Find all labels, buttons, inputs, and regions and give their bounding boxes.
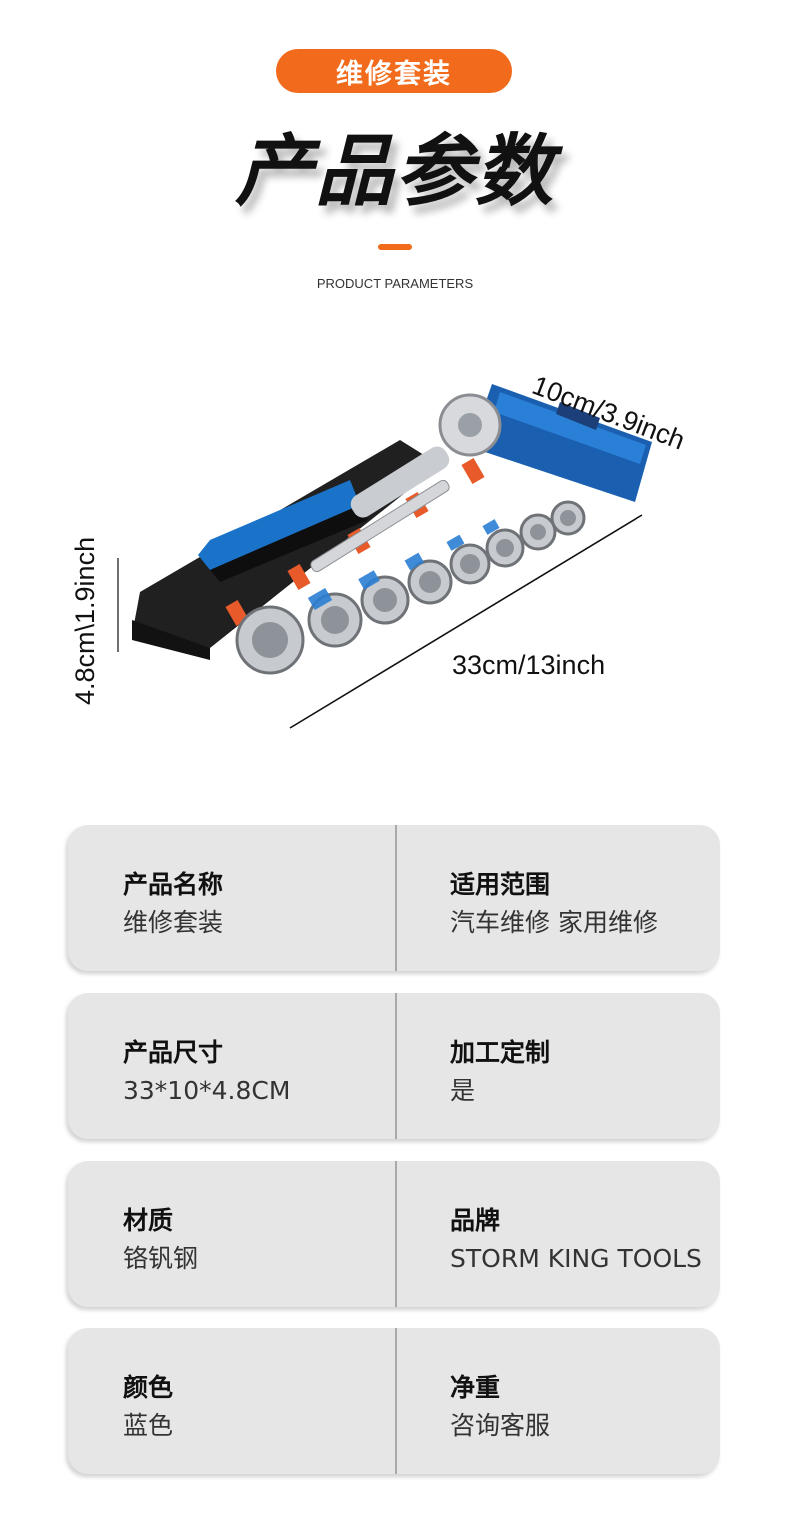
param-cell: 产品尺寸 33*10*4.8CM bbox=[123, 1037, 290, 1109]
param-value: 蓝色 bbox=[123, 1411, 174, 1440]
param-key: 适用范围 bbox=[450, 870, 551, 899]
param-value: 汽车维修 家用维修 bbox=[450, 908, 658, 937]
socket-bands bbox=[307, 519, 500, 611]
param-cell: 净重 咨询客服 bbox=[450, 1372, 550, 1444]
param-value: 铬钒钢 bbox=[123, 1244, 199, 1273]
length-dimension-label: 33cm/13inch bbox=[452, 650, 606, 680]
param-card-size-custom: 产品尺寸 33*10*4.8CM 加工定制 是 bbox=[68, 993, 720, 1139]
param-key: 颜色 bbox=[123, 1373, 174, 1402]
param-divider bbox=[395, 993, 397, 1139]
param-key: 产品尺寸 bbox=[123, 1038, 224, 1067]
param-cell: 品牌 STORM KING TOOLS bbox=[450, 1205, 702, 1277]
param-cell: 材质 铬钒钢 bbox=[123, 1205, 198, 1277]
param-key: 产品名称 bbox=[123, 870, 224, 899]
param-divider bbox=[395, 825, 397, 971]
param-card-material-brand: 材质 铬钒钢 品牌 STORM KING TOOLS bbox=[68, 1161, 720, 1307]
param-value: STORM KING TOOLS bbox=[450, 1244, 702, 1273]
param-card-name-scope: 产品名称 维修套装 适用范围 汽车维修 家用维修 bbox=[68, 825, 720, 971]
length-dimension-line bbox=[289, 514, 643, 729]
param-cell: 加工定制 是 bbox=[450, 1037, 550, 1109]
param-value: 维修套装 bbox=[123, 908, 224, 937]
param-divider bbox=[395, 1161, 397, 1307]
param-cell: 适用范围 汽车维修 家用维修 bbox=[450, 869, 658, 941]
param-key: 加工定制 bbox=[450, 1038, 551, 1067]
product-image bbox=[117, 384, 652, 729]
param-key: 材质 bbox=[123, 1206, 174, 1235]
param-cell: 产品名称 维修套装 bbox=[123, 869, 223, 941]
param-value: 咨询客服 bbox=[450, 1411, 551, 1440]
sockets bbox=[235, 500, 586, 675]
page-subtitle: PRODUCT PARAMETERS bbox=[316, 276, 474, 291]
param-card-color-weight: 颜色 蓝色 净重 咨询客服 bbox=[68, 1328, 720, 1474]
ratchet-wrench bbox=[198, 393, 502, 582]
param-value: 是 bbox=[450, 1076, 476, 1105]
param-divider bbox=[395, 1328, 397, 1474]
param-cell: 颜色 蓝色 bbox=[123, 1372, 173, 1444]
param-key: 品牌 bbox=[450, 1206, 501, 1235]
param-key: 净重 bbox=[450, 1373, 501, 1402]
category-badge: 维修套装 bbox=[276, 49, 512, 93]
param-value: 33*10*4.8CM bbox=[123, 1076, 291, 1105]
height-dimension-label: 4.8cm\1.9inch bbox=[70, 536, 100, 705]
title-accent-dash bbox=[378, 244, 412, 250]
page-title: 产品参数 bbox=[234, 127, 555, 217]
extension-bar bbox=[310, 479, 450, 573]
